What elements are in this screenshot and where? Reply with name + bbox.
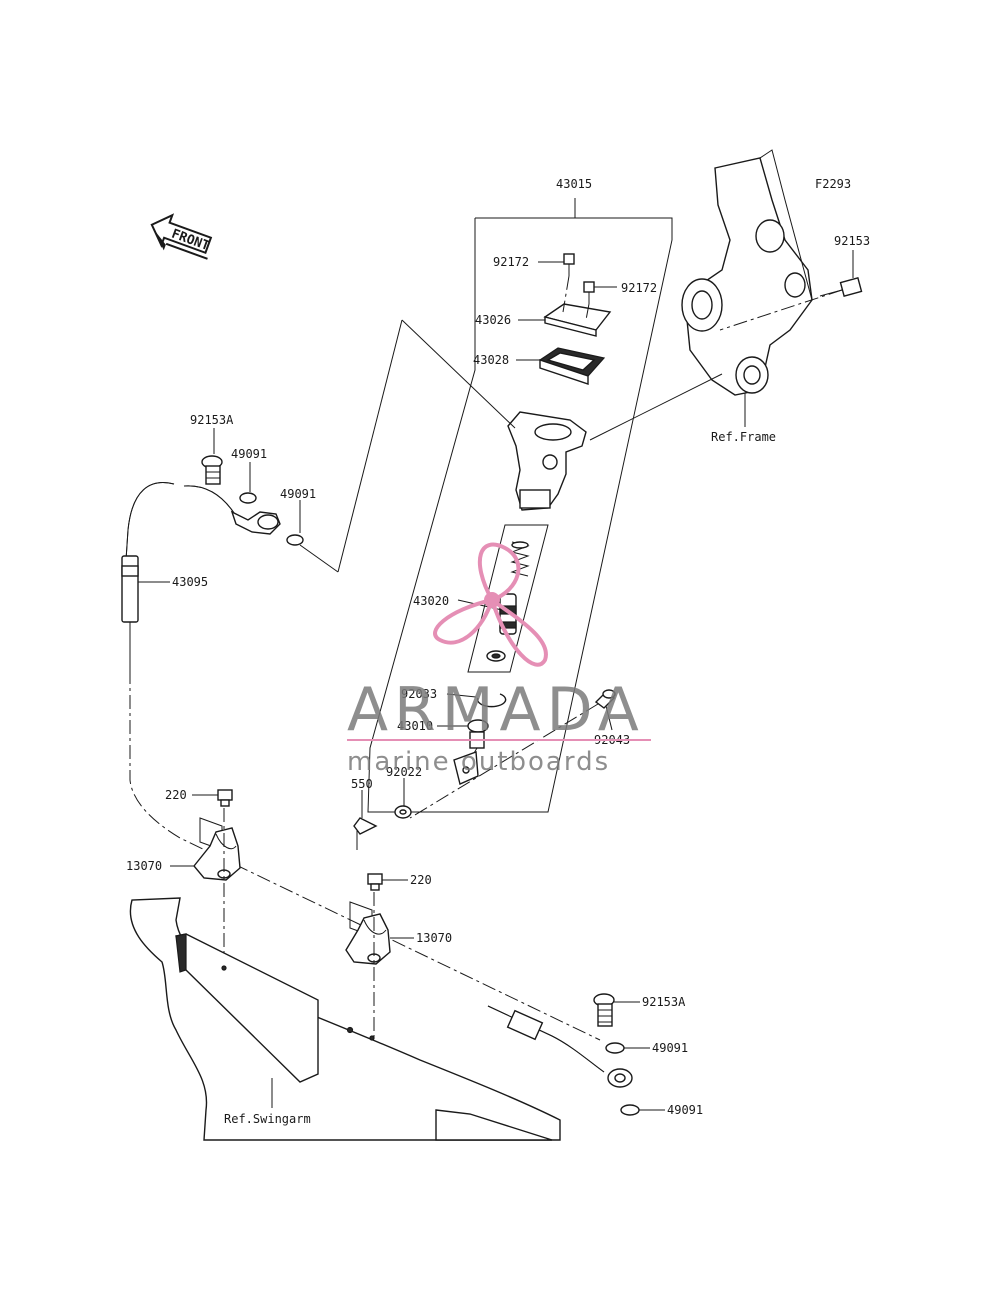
label-43095: 43095 <box>172 575 208 589</box>
label-13070-a: 13070 <box>126 859 162 873</box>
circlip-92033 <box>476 693 507 708</box>
label-49091-b: 49091 <box>280 487 316 501</box>
banjo-bolt-92153a-top <box>201 455 223 485</box>
label-43015: 43015 <box>556 177 592 191</box>
diaphragm-43028 <box>538 347 606 385</box>
label-220-b: 220 <box>410 873 432 887</box>
label-92153a-top: 92153A <box>190 413 234 427</box>
brake-hose-43095 <box>121 482 281 670</box>
label-92153a-bottom: 92153A <box>642 995 686 1009</box>
washer-49091-a <box>239 492 257 504</box>
assembly-43015-outline <box>367 198 673 813</box>
propeller-icon <box>433 542 548 667</box>
swingarm <box>129 897 561 1141</box>
pin-92043 <box>594 689 616 709</box>
label-ref-frame: Ref.Frame <box>711 430 776 444</box>
label-550: 550 <box>351 777 373 791</box>
screw-92172-right <box>583 281 595 304</box>
screw-92172-left <box>563 253 575 276</box>
washer-49091-b <box>286 534 304 546</box>
label-43020: 43020 <box>413 594 449 608</box>
cap-43026 <box>543 303 612 337</box>
clamp-13070-a <box>193 817 241 881</box>
armada-watermark-logo: ARMADA marine outboards <box>347 542 651 777</box>
spring <box>510 541 530 577</box>
piston-cup <box>486 650 506 662</box>
bolt-92153 <box>819 277 863 297</box>
label-92033: 92033 <box>401 687 437 701</box>
clamp-13070-b <box>345 901 391 965</box>
label-49091-d: 49091 <box>667 1103 703 1117</box>
lower-hose-fitting <box>487 1005 633 1088</box>
frame-bracket <box>681 149 813 396</box>
label-49091-c: 49091 <box>652 1041 688 1055</box>
label-49091-a: 49091 <box>231 447 267 461</box>
label-92153: 92153 <box>834 234 870 248</box>
label-92172-right: 92172 <box>621 281 657 295</box>
label-ref-swingarm: Ref.Swingarm <box>224 1112 311 1126</box>
master-cylinder-body <box>507 411 587 511</box>
cotter-pin-550 <box>353 817 378 850</box>
watermark-tagline: marine outboards <box>347 747 610 777</box>
washer-92022 <box>394 805 412 819</box>
watermark-brand: ARMADA <box>347 675 645 745</box>
front-arrow-icon: FRONT <box>150 213 213 260</box>
label-220-a: 220 <box>165 788 187 802</box>
label-43028: 43028 <box>473 353 509 367</box>
bolt-220-b <box>367 873 383 891</box>
label-43010: 43010 <box>397 719 433 733</box>
washer-49091-c <box>605 1042 625 1054</box>
label-92022: 92022 <box>386 765 422 779</box>
washer-49091-d <box>620 1104 640 1116</box>
banjo-bolt-92153a-bottom <box>593 993 615 1027</box>
bolt-220-a <box>217 789 233 807</box>
label-92172-left: 92172 <box>493 255 529 269</box>
label-13070-b: 13070 <box>416 931 452 945</box>
label-43026: 43026 <box>475 313 511 327</box>
diagram-code: F2293 <box>815 177 851 191</box>
